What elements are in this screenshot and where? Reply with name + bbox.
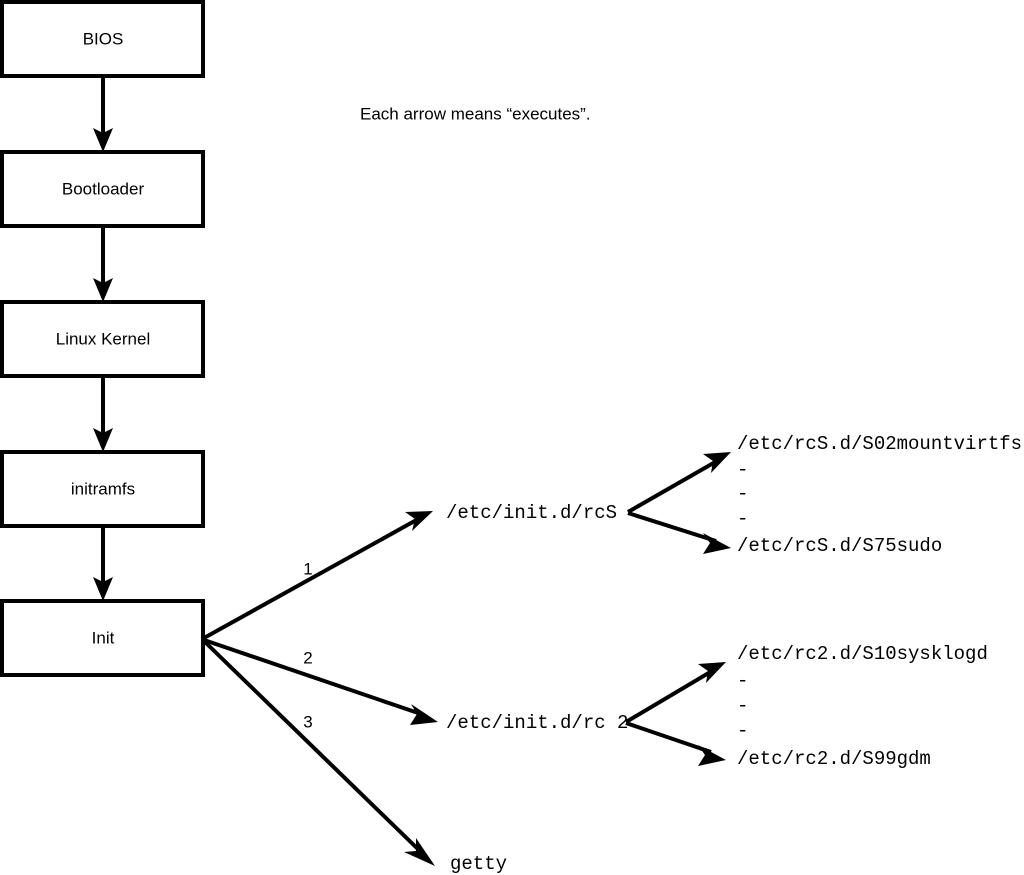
- box-initramfs[interactable]: initramfs: [0, 450, 205, 528]
- arrow-kernel-to-initramfs: [93, 376, 113, 452]
- box-bios-label: BIOS: [83, 29, 124, 48]
- arrow-bootloader-to-kernel: [93, 226, 113, 302]
- arrow-rc2-to-first-script: [624, 662, 726, 724]
- script-rc2-ellipsis-2: -: [737, 695, 748, 717]
- arrow-init-to-getty: [203, 640, 435, 866]
- arrow-head-icon: [93, 577, 113, 601]
- box-linux-kernel[interactable]: Linux Kernel: [0, 300, 205, 378]
- arrow-head-icon: [93, 428, 113, 452]
- edge-label-2: 2: [303, 648, 312, 667]
- script-rcs-ellipsis-2: -: [737, 483, 748, 505]
- script-rcs-ellipsis-3: -: [737, 508, 748, 530]
- script-rcs-last: /etc/rcS.d/S75sudo: [737, 535, 942, 557]
- arrow-init-to-rcs: [203, 511, 433, 640]
- arrow-head-icon: [703, 452, 731, 473]
- box-bios[interactable]: BIOS: [0, 0, 205, 78]
- box-bootloader-label: Bootloader: [62, 179, 145, 198]
- arrow-rcs-to-first-script: [627, 452, 731, 514]
- script-rc2-last: /etc/rc2.d/S99gdm: [737, 748, 931, 770]
- arrow-initramfs-to-init: [93, 526, 113, 601]
- arrow-head-icon: [405, 511, 433, 531]
- box-bios-rect: [0, 0, 205, 78]
- arrow-head-icon: [698, 662, 726, 683]
- arrow-head-icon: [410, 704, 438, 725]
- arrow-head-icon: [703, 533, 731, 554]
- script-rc2-ellipsis-3: -: [737, 720, 748, 742]
- arrow-head-icon: [93, 278, 113, 302]
- box-initramfs-rect: [0, 450, 205, 528]
- script-rc2-ellipsis-1: -: [737, 670, 748, 692]
- node-label-rc2: /etc/init.d/rc 2: [446, 712, 628, 734]
- box-bootloader[interactable]: Bootloader: [0, 150, 205, 228]
- edge-label-3: 3: [303, 712, 312, 731]
- arrow-head-icon: [404, 838, 435, 866]
- box-init-rect: [0, 599, 205, 677]
- box-init[interactable]: Init: [0, 599, 205, 677]
- node-label-rcs: /etc/init.d/rcS: [446, 502, 617, 524]
- node-label-getty: getty: [450, 853, 507, 875]
- arrow-head-icon: [93, 128, 113, 152]
- arrow-init-to-rc2: [203, 638, 438, 725]
- arrow-bios-to-bootloader: [93, 76, 113, 152]
- box-init-label: Init: [92, 628, 115, 647]
- arrow-head-icon: [698, 745, 726, 766]
- arrow-rc2-to-last-script: [625, 721, 726, 766]
- edge-label-1: 1: [303, 559, 312, 578]
- box-initramfs-label: initramfs: [71, 479, 135, 498]
- diagram-note: Each arrow means “executes”.: [360, 104, 591, 123]
- script-rc2-first: /etc/rc2.d/S10sysklogd: [737, 643, 988, 665]
- arrow-rcs-to-last-script: [627, 511, 731, 554]
- script-rcs-ellipsis-1: -: [737, 459, 748, 481]
- script-rcs-first: /etc/rcS.d/S02mountvirtfs: [737, 433, 1022, 455]
- box-linux-kernel-label: Linux Kernel: [56, 329, 151, 348]
